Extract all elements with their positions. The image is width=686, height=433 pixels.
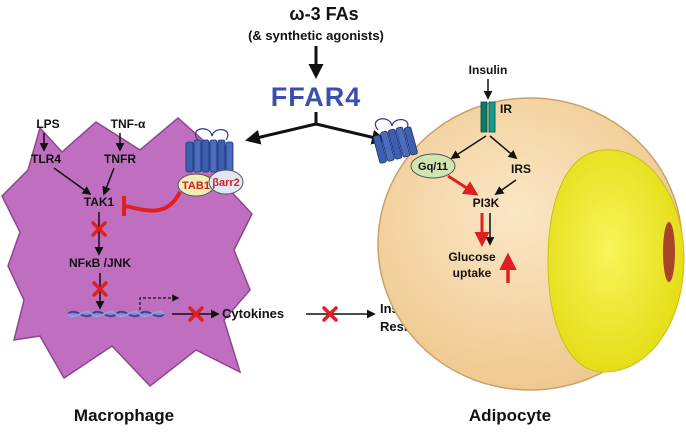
- cytokines-label: Cytokines: [222, 306, 284, 321]
- macrophage-ffar4-receptor: [185, 128, 234, 173]
- adipocyte-caption: Adipocyte: [469, 406, 551, 425]
- transcription-start-arrow: [139, 294, 180, 310]
- beta-arrestin2-node: [208, 169, 244, 195]
- nfkb-block-x: [92, 281, 108, 297]
- branch-to-macrophage-arrow: [245, 122, 317, 145]
- ligand-label: ω-3 FAs: [289, 4, 358, 24]
- tnf-alpha-label: TNF-α: [111, 117, 146, 131]
- glucose-uptake-line2: uptake: [453, 266, 492, 280]
- ligand-note: (& synthetic agonists): [248, 28, 384, 43]
- dna-helix: [67, 310, 165, 318]
- irs-to-pi3k-arrow: [494, 179, 517, 196]
- tak1-block-x: [91, 221, 107, 237]
- insulin-label: Insulin: [469, 63, 508, 77]
- macrophage-caption: Macrophage: [74, 406, 174, 425]
- branch-to-adipocyte-arrow: [315, 122, 387, 145]
- tab1-inhibits-tak1: [125, 191, 182, 213]
- tnfr-to-tak1-arrow: [102, 167, 115, 196]
- gq11-node: [410, 153, 456, 179]
- nfkb-jnk-label: NFκB /JNK: [69, 256, 131, 270]
- ir-to-irs-arrow: [489, 135, 518, 160]
- beta-arrestin2-label: βarr2: [212, 177, 240, 189]
- glucose-uptake-line1: Glucose: [448, 250, 496, 264]
- tnfr-label: TNFR: [104, 152, 136, 166]
- tlr4-to-tak1-arrow: [53, 167, 92, 196]
- lps-label: LPS: [36, 117, 59, 131]
- tab1-label: TAB1: [182, 180, 210, 192]
- irs-label: IRS: [511, 162, 531, 176]
- tlr4-label: TLR4: [31, 152, 61, 166]
- insulin-resistance-block-x: [322, 306, 338, 322]
- adipocyte-ffar4-receptor: [372, 118, 418, 164]
- insulin-receptor-icon: [480, 101, 496, 133]
- receptor-title: FFAR4: [271, 82, 362, 112]
- tak1-label: TAK1: [84, 195, 115, 209]
- adipocyte-nucleus: [663, 222, 675, 282]
- gq11-to-pi3k-arrow: [447, 174, 479, 196]
- pi3k-label: PI3K: [473, 196, 500, 210]
- ir-label: IR: [500, 102, 512, 116]
- adipocyte-nucleus-region: [547, 149, 685, 373]
- cytokine-block-x: [188, 306, 204, 322]
- gq11-label: Gq/11: [418, 161, 448, 173]
- ir-to-gq11-arrow: [450, 135, 487, 159]
